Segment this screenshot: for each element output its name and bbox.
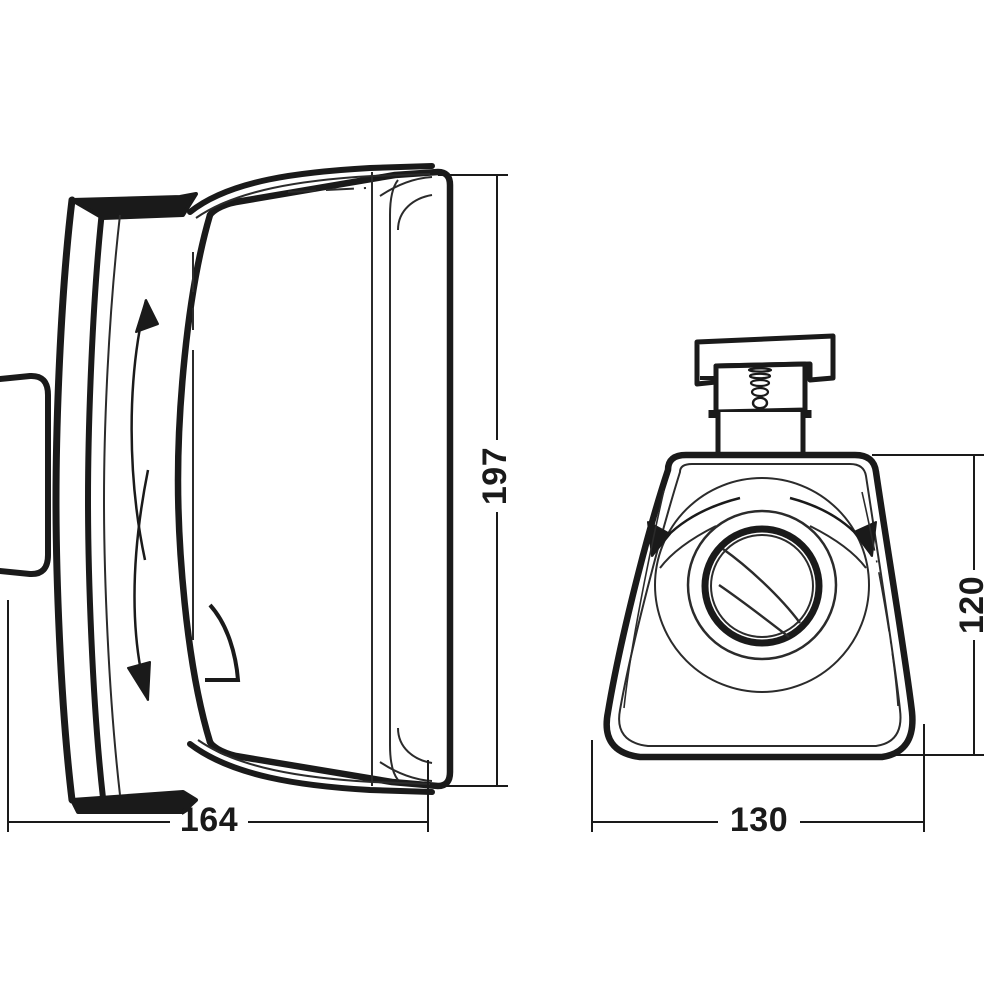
swivel-right-arc-inner: [809, 525, 867, 569]
bracket-arm-thin-contour: [102, 214, 121, 796]
dimension-130-group: 130: [591, 724, 925, 839]
cabinet-body-outline: [206, 168, 454, 790]
side-view-group: [0, 163, 454, 814]
cabinet-side-hint-right: [861, 491, 899, 707]
dimension-label-164: 164: [180, 801, 238, 839]
dimension-label-197: 197: [476, 447, 514, 505]
swivel-slot-line-1: [722, 548, 801, 624]
cabinet-rear-edge: [174, 211, 214, 746]
front-corner-top-2: [397, 194, 433, 231]
tilt-down-arrow-icon: [127, 469, 151, 701]
cabinet-top-dash: [287, 187, 367, 193]
dimension-120-group: 120: [872, 454, 991, 756]
dimension-label-130: 130: [730, 801, 788, 839]
dimension-164-group: 164: [7, 600, 429, 839]
dimension-197-group: 197: [438, 174, 514, 787]
swivel-mid-ring: [686, 509, 838, 661]
mounting-slot-holes-icon: [747, 367, 773, 410]
cabinet-bottom-lip-thin: [197, 739, 431, 785]
bracket-arm-outer: [52, 196, 76, 804]
dimension-label-120: 120: [953, 576, 991, 634]
cabinet-bottom-lip: [187, 741, 435, 795]
wall-mount-plate: [694, 333, 836, 387]
wall-plate-tab: [0, 372, 51, 578]
swivel-outer-ring: [654, 477, 870, 693]
bracket-bottom-flange: [70, 790, 198, 814]
swivel-right-arrow-icon: [789, 496, 877, 557]
swivel-left-arrow-icon: [647, 496, 741, 557]
cabinet-top-lip-thin: [195, 173, 431, 219]
bracket-arm-inner: [84, 199, 106, 801]
cabinet-lower-notch: [205, 603, 241, 682]
front-view-group: [603, 333, 916, 761]
swivel-left-arc-inner: [659, 525, 717, 569]
cabinet-top-lip: [187, 163, 435, 215]
bracket-top-flange: [70, 192, 198, 220]
swivel-joint-inner-circle: [710, 534, 814, 638]
swivel-slot-line-2: [718, 584, 790, 638]
tilt-up-arrow-icon: [130, 299, 159, 561]
front-corner-top: [379, 176, 433, 197]
cabinet-side-hint-left: [623, 489, 665, 709]
